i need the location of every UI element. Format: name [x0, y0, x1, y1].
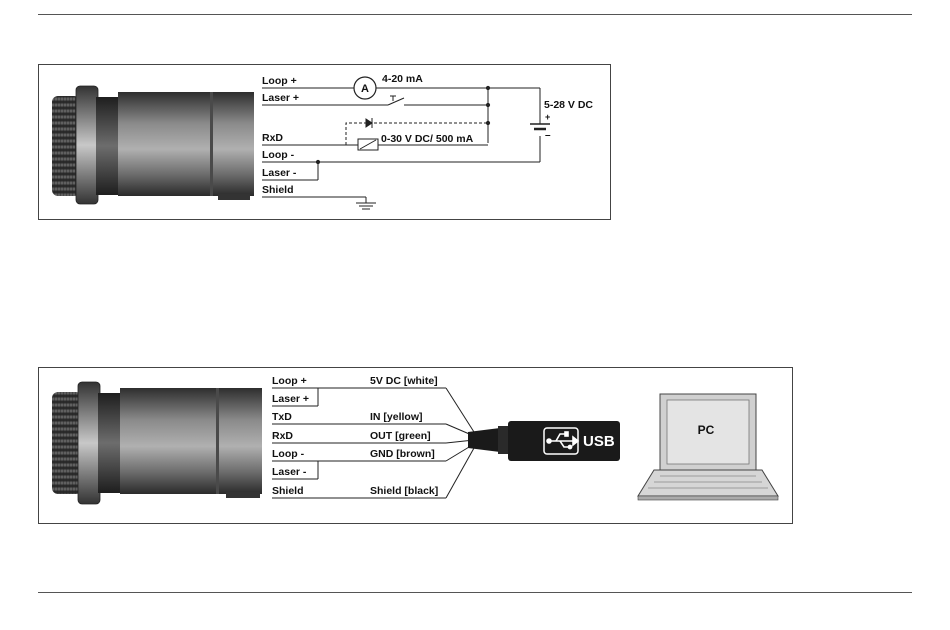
- wire-5v-label: 5V DC [white]: [370, 375, 438, 387]
- shield-label: Shield: [262, 184, 294, 196]
- laser-minus-label: Laser -: [262, 167, 297, 179]
- relay-rating-label: 0-30 V DC/ 500 mA: [381, 133, 474, 145]
- pc-label: PC: [698, 423, 715, 437]
- laser-plus-label: Laser +: [262, 92, 299, 104]
- loop-minus-label-2: Loop -: [272, 448, 305, 460]
- rxd-label-2: RxD: [272, 430, 293, 442]
- txd-label: TxD: [272, 411, 292, 423]
- wire-in-label: IN [yellow]: [370, 411, 423, 423]
- loop-plus-label: Loop +: [262, 75, 297, 87]
- wire-out-label: OUT [green]: [370, 430, 431, 442]
- laptop-icon: [638, 394, 778, 500]
- analog-wiring: [262, 86, 550, 209]
- sensor-image-2: [52, 382, 262, 504]
- wire-shield-label: Shield [black]: [370, 485, 438, 497]
- usb-label: USB: [583, 433, 615, 450]
- laser-plus-label-2: Laser +: [272, 393, 309, 405]
- loop-minus-label: Loop -: [262, 149, 295, 161]
- rxd-label: RxD: [262, 132, 283, 144]
- shield-label-2: Shield: [272, 485, 304, 497]
- wire-gnd-label: GND [brown]: [370, 448, 435, 460]
- current-range-label: 4-20 mA: [382, 73, 423, 85]
- sensor-image-1: [52, 86, 254, 204]
- loop-plus-label-2: Loop +: [272, 375, 307, 387]
- supply-plus-label: +: [545, 112, 550, 122]
- laser-minus-label-2: Laser -: [272, 466, 307, 478]
- supply-minus-label: –: [545, 130, 551, 141]
- ammeter-symbol: A: [361, 83, 369, 95]
- supply-voltage-label: 5-28 V DC: [544, 99, 593, 111]
